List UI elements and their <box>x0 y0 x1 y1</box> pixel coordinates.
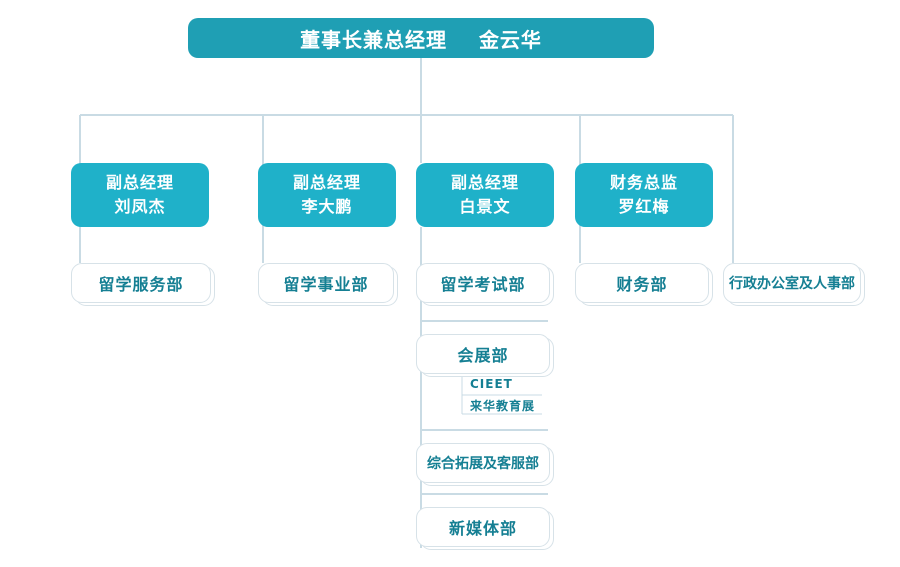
executive-name: 白景文 <box>459 197 511 216</box>
executive-name: 刘凤杰 <box>114 197 166 216</box>
chairman-line: 董事长兼总经理 金云华 <box>300 24 542 53</box>
dept-new-media: 新媒体部 <box>416 507 550 547</box>
chairman-name: 金云华 <box>478 27 542 52</box>
dept-study-abroad-services: 留学服务部 <box>71 263 211 303</box>
chairman-box: 董事长兼总经理 金云华 <box>188 18 654 58</box>
dept-study-abroad-business: 留学事业部 <box>258 263 394 303</box>
chairman-spacer <box>455 28 471 52</box>
dept-admin-hr: 行政办公室及人事部 <box>723 263 861 303</box>
dept-exhibition: 会展部 <box>416 334 550 374</box>
executive-name: 罗红梅 <box>618 197 670 216</box>
dept-finance: 财务部 <box>575 263 709 303</box>
executive-title: 副总经理 <box>450 173 519 192</box>
executive-box-1: 副总经理 刘凤杰 <box>71 163 209 227</box>
executive-title: 副总经理 <box>105 173 174 192</box>
executive-title: 财务总监 <box>609 173 678 192</box>
dept-expansion-customer-service: 综合拓展及客服部 <box>416 443 550 483</box>
exhibition-sub-china-education-expo: 来华教育展 <box>470 399 536 413</box>
executive-box-4: 财务总监 罗红梅 <box>575 163 713 227</box>
executive-name: 李大鹏 <box>301 197 353 216</box>
dept-study-abroad-exams: 留学考试部 <box>416 263 550 303</box>
chairman-title: 董事长兼总经理 <box>300 27 448 52</box>
executive-box-2: 副总经理 李大鹏 <box>258 163 396 227</box>
exhibition-sub-cieet: CIEET <box>470 377 513 391</box>
executive-box-3: 副总经理 白景文 <box>416 163 554 227</box>
executive-title: 副总经理 <box>292 173 361 192</box>
